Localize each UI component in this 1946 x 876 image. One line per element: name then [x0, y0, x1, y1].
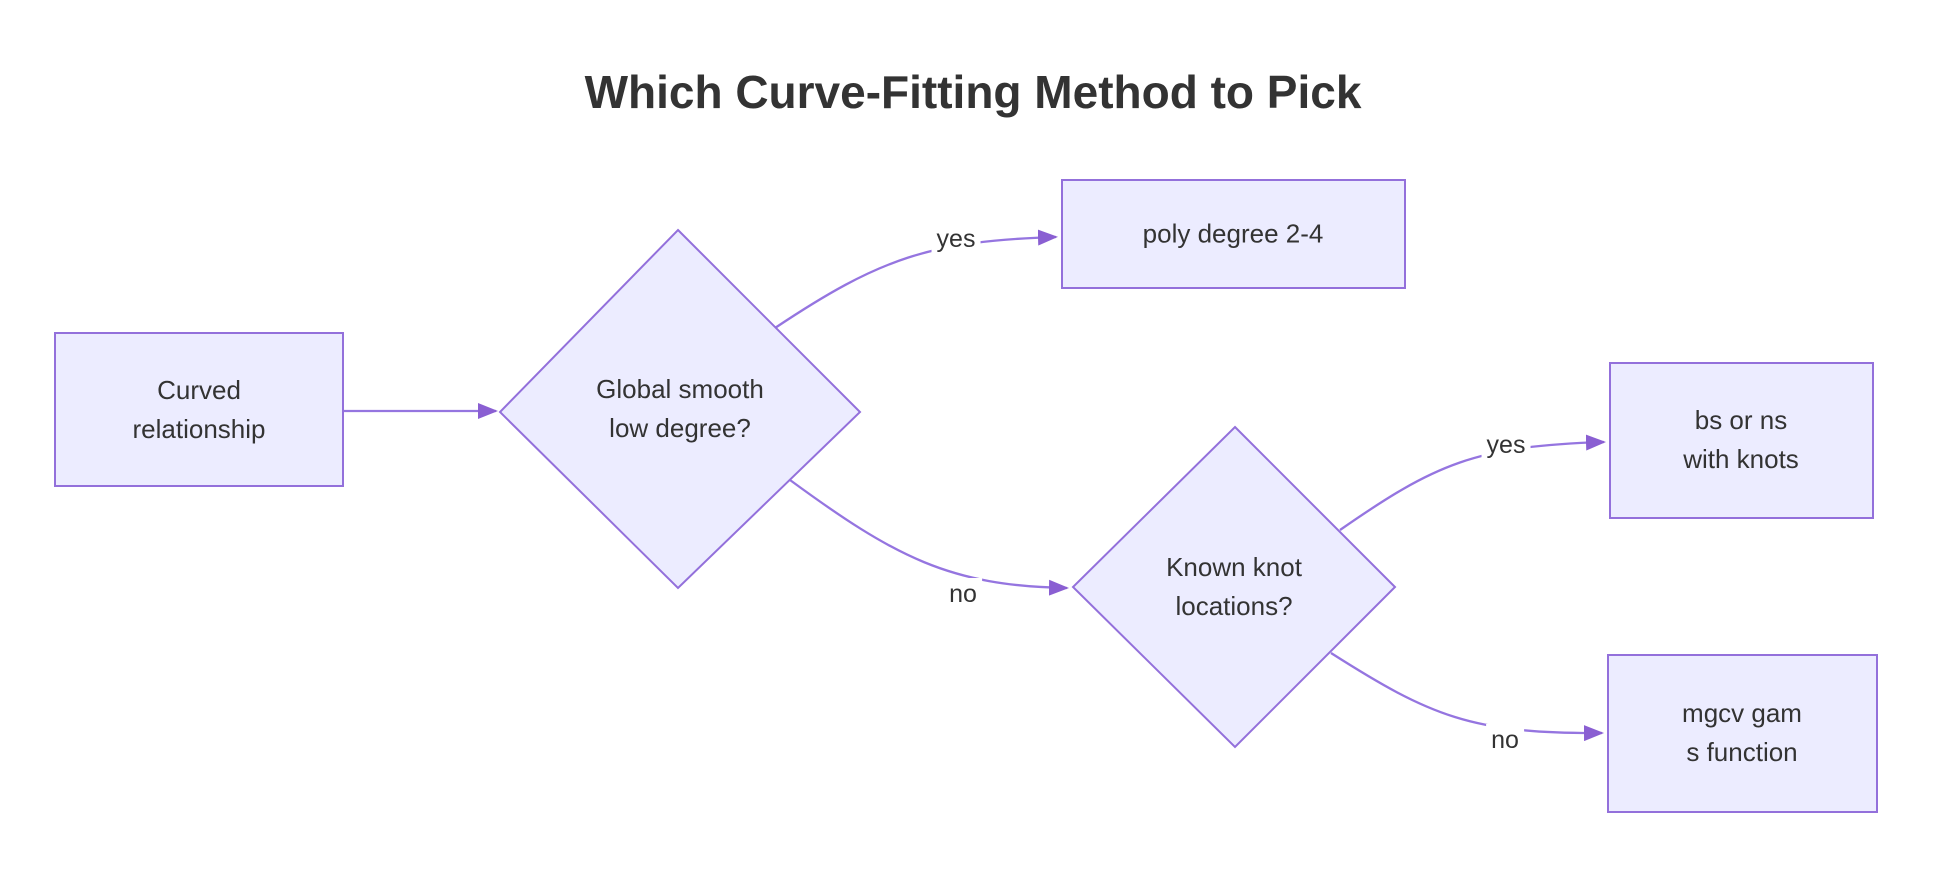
node-bs-ns-shape — [1609, 362, 1874, 519]
node-label-bs-ns: bs or ns with knots — [1683, 405, 1799, 474]
edge-label-no-global: no — [944, 578, 982, 610]
node-label-global-smooth: Global smooth low degree? — [596, 374, 764, 443]
edge-knots-yes-to-bsns — [1339, 434, 1606, 531]
edges — [343, 229, 1606, 742]
node-global-smooth-shape — [498, 228, 862, 590]
node-label-poly-degree: poly degree 2-4 — [1142, 218, 1324, 249]
diagram-title: Which Curve-Fitting Method to Pick — [584, 66, 1362, 118]
node-label-mgcv: mgcv gam s function — [1682, 698, 1802, 767]
edge-label-yes-global: yes — [931, 223, 981, 255]
edge-global-no-to-knots — [789, 479, 1069, 596]
node-mgcv-shape — [1607, 654, 1878, 813]
node-label-known-knot: Known knot locations? — [1166, 552, 1302, 621]
edge-global-yes-to-poly — [774, 229, 1058, 329]
node-known-knot-shape — [1071, 425, 1397, 749]
node-curved-relationship-shape — [54, 332, 344, 487]
node-label-curved-relationship: Curved relationship — [132, 375, 266, 444]
edge-knots-no-to-mgcv — [1330, 652, 1604, 742]
nodes — [54, 179, 1878, 813]
edge-label-no-knots: no — [1486, 724, 1524, 756]
edge-label-yes-knots: yes — [1481, 429, 1531, 461]
node-poly-degree-shape — [1061, 179, 1406, 289]
